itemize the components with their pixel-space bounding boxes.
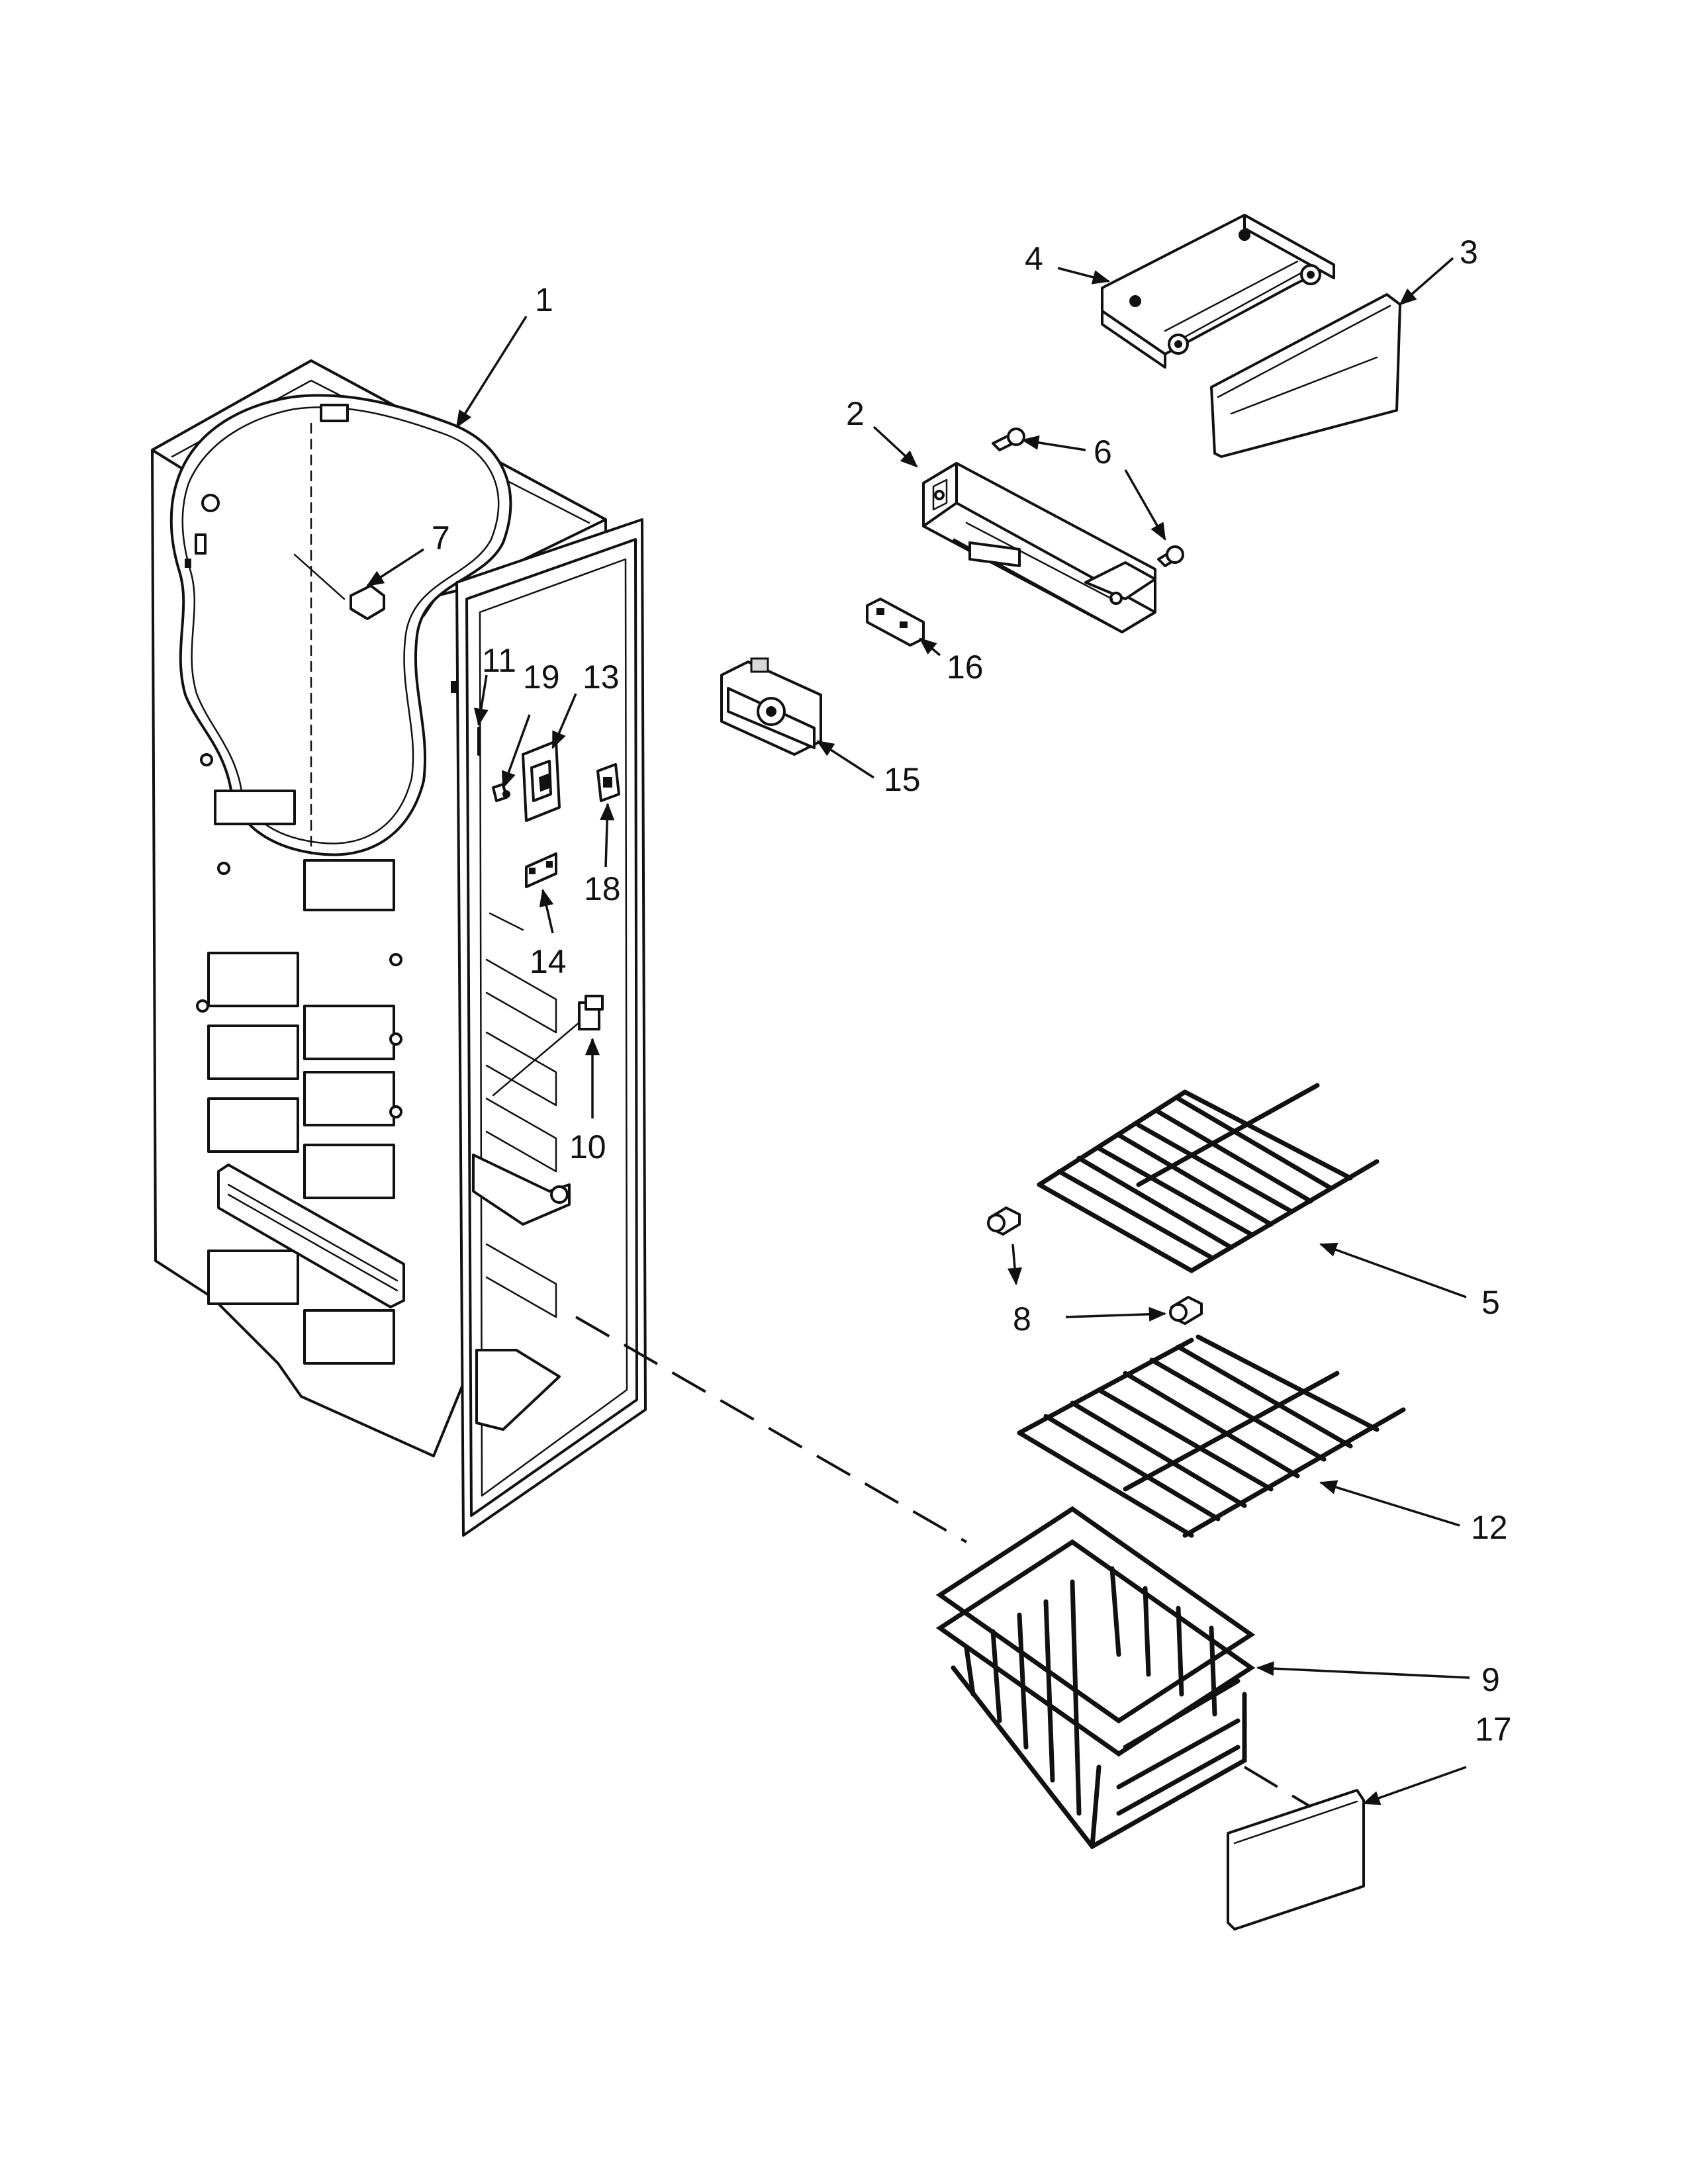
screw-part-6 — [992, 428, 1184, 567]
bracket-part-14 — [525, 852, 557, 888]
callout-6: 6 — [1094, 433, 1112, 471]
callout-11: 11 — [482, 642, 516, 679]
callout-labels: 1 2 3 4 5 6 7 8 9 10 11 12 13 14 15 16 1… — [432, 234, 1512, 1748]
wire-shelf-part-5 — [1037, 1083, 1380, 1273]
callout-19: 19 — [523, 659, 560, 696]
liner-vent-slots — [196, 790, 402, 1365]
callout-8: 8 — [1013, 1300, 1031, 1338]
callout-13: 13 — [583, 659, 620, 696]
callout-14: 14 — [530, 943, 567, 980]
callout-5: 5 — [1481, 1284, 1500, 1321]
callout-2: 2 — [846, 395, 865, 432]
callout-16: 16 — [947, 649, 984, 686]
callout-1: 1 — [535, 281, 553, 318]
switch-part-18 — [596, 763, 620, 802]
freezer-liner-part-1 — [151, 359, 647, 1537]
cover-panel-part-3 — [1210, 293, 1401, 458]
callout-17: 17 — [1475, 1711, 1512, 1748]
switch-part-10 — [492, 995, 604, 1097]
callout-15: 15 — [884, 761, 921, 798]
callout-7: 7 — [432, 520, 450, 557]
board-part-16 — [866, 598, 925, 647]
alignment-line-basket — [575, 1316, 967, 1543]
alignment-line-basket-front — [1243, 1766, 1312, 1808]
callout-10: 10 — [569, 1128, 606, 1165]
control-part-13 — [522, 740, 561, 822]
hinge-part-4 — [1101, 214, 1335, 369]
callout-9: 9 — [1481, 1661, 1500, 1698]
callout-12: 12 — [1471, 1509, 1508, 1546]
leader-lines — [366, 257, 1470, 1805]
callout-3: 3 — [1460, 234, 1478, 271]
callout-4: 4 — [1025, 240, 1043, 277]
wire-basket-part-9 — [935, 1506, 1256, 1850]
callout-18: 18 — [584, 870, 621, 907]
wire-shelf-part-12 — [1017, 1334, 1406, 1538]
basket-front-part-17 — [1227, 1789, 1365, 1931]
right-wall-slots — [485, 912, 557, 1318]
thermostat-part-15 — [720, 657, 822, 756]
shelf-stud-part-8 — [987, 1206, 1203, 1325]
bracket-part-2 — [922, 462, 1156, 633]
